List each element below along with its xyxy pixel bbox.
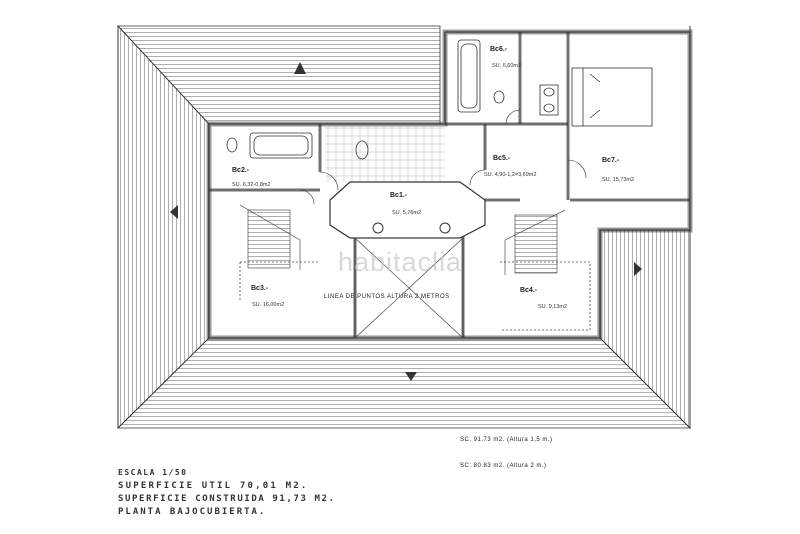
slope-arrow-icon (170, 205, 178, 219)
built-area-label: SUPERFICIE CONSTRUIDA 91,73 M2. (118, 494, 336, 504)
bath2-fixtures (226, 132, 369, 160)
column-icon (372, 222, 384, 234)
sc-note-1: SC. 91.73 m2. (Altura 1,5 m.) (460, 437, 553, 443)
stairs-bc4 (504, 209, 566, 275)
room-labels: Bc1.- SU. 5,76m2 Bc2.- SU. 6,32-0,8m2 Bc… (232, 46, 634, 310)
room-bc3-name: Bc3.- (251, 285, 269, 292)
bath6-fixtures (457, 39, 559, 116)
floor-label: PLANTA BAJOCUBIERTA. (118, 507, 267, 517)
column-icon (439, 222, 451, 234)
dotted-line-note: LINEA DE PUNTOS ALTURA 2 METROS (324, 294, 450, 300)
slope-arrow-icon (634, 262, 642, 276)
room-bc5-area: SU. 4,90-1,2=3,69m2 (484, 172, 536, 178)
room-bc1-name: Bc1.- (390, 192, 408, 199)
slope-arrow-icon (294, 62, 306, 74)
room-bc6-name: Bc6.- (490, 46, 508, 53)
room-bc1-area: SU. 5,76m2 (392, 210, 421, 216)
sc-notes: SC. 91.73 m2. (Altura 1,5 m.) SC. 80.83 … (460, 437, 553, 469)
roof (117, 24, 691, 429)
stair-area (325, 127, 445, 182)
room-bc7-name: Bc7.- (602, 157, 620, 164)
room-bc2-area: SU. 6,32-0,8m2 (232, 182, 271, 188)
slope-arrow-icon (405, 372, 417, 381)
dotted-height-line (239, 261, 591, 331)
room-bc6-area: SU. 6,60m2 (492, 63, 521, 69)
sc-note-2: SC. 80.83 m2. (Altura 2 m.) (460, 463, 547, 469)
room-bc3-area: SU. 16,00m2 (252, 302, 284, 308)
room-bc2-name: Bc2.- (232, 167, 250, 174)
watermark: habitaclia (338, 247, 463, 277)
doors (299, 109, 587, 205)
void-cross (354, 237, 464, 339)
room-bc7-area: SU. 15,73m2 (602, 177, 634, 183)
scale-label: ESCALA 1/50 (118, 468, 188, 477)
stairs-bc3 (239, 204, 301, 270)
useful-area-label: SUPERFICIE UTIL 70,01 M2. (118, 481, 309, 491)
bed-icon (571, 67, 653, 127)
room-bc4-name: Bc4.- (520, 287, 538, 294)
room-bc4-area: SU. 9,13m2 (538, 304, 567, 310)
room-bc5-name: Bc5.- (493, 155, 511, 162)
